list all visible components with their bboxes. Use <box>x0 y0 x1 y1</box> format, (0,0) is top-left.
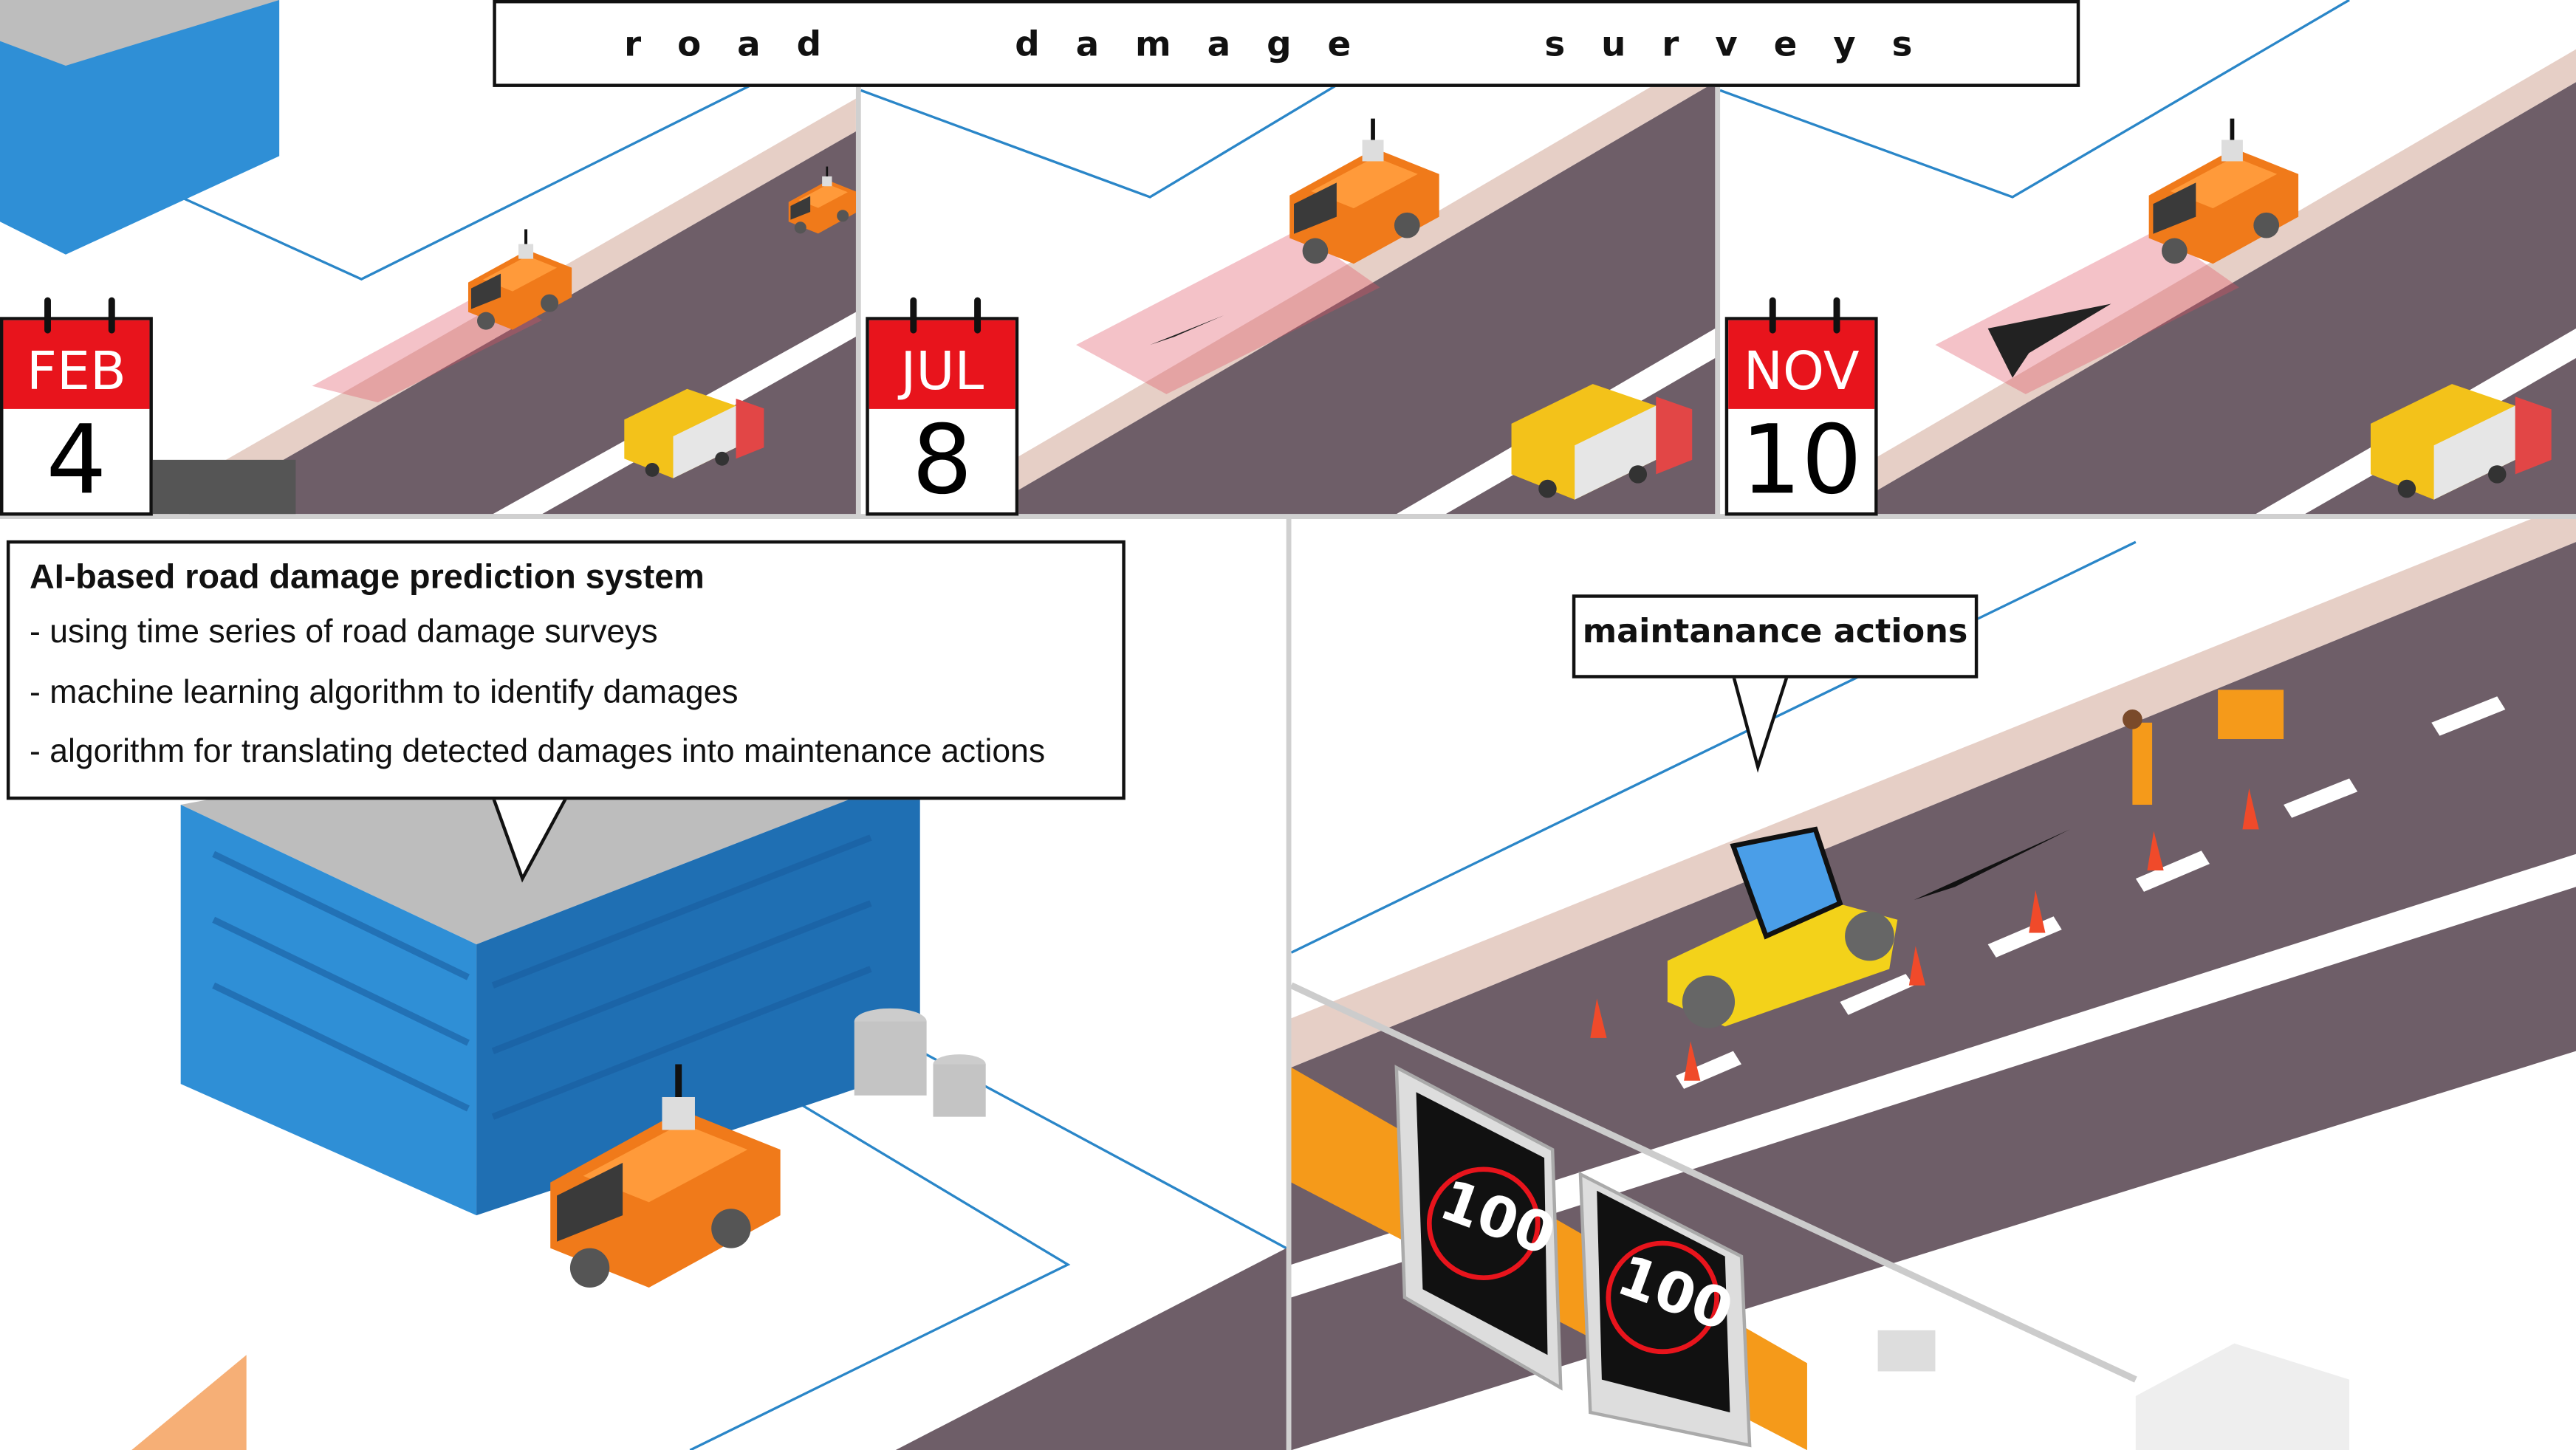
calendar-ring-icon <box>1833 297 1840 334</box>
callout-bullet: - using time series of road damage surve… <box>30 614 658 650</box>
calendar-nov: NOV 10 <box>1724 297 1878 516</box>
maintenance-callout: maintanance actions <box>1572 594 1979 678</box>
calendar-ring-icon <box>974 297 982 334</box>
title-word: damage <box>1015 24 1388 63</box>
callout-bullet: - machine learning algorithm to identify… <box>30 674 739 711</box>
calendar-month: JUL <box>869 320 1015 409</box>
calendar-jul: JUL 8 <box>866 297 1019 516</box>
calendar-day: 8 <box>911 404 973 516</box>
calendar-month: FEB <box>3 320 150 409</box>
ai-system-callout: AI-based road damage prediction system -… <box>6 540 1126 800</box>
title-word: surveys <box>1544 24 1949 63</box>
title-word: road <box>624 24 858 63</box>
calendar-ring-icon <box>1769 297 1776 334</box>
title-banner: road damage surveys <box>493 0 2080 87</box>
callout-bullet: - algorithm for translating detected dam… <box>30 734 1046 771</box>
calendar-ring-icon <box>44 297 51 334</box>
calendar-ring-icon <box>910 297 917 334</box>
calendar-feb: FEB 4 <box>0 297 153 516</box>
callout-heading: AI-based road damage prediction system <box>30 558 705 597</box>
calendar-month: NOV <box>1728 320 1875 409</box>
calendar-day: 4 <box>46 404 107 516</box>
calendar-day: 10 <box>1741 404 1863 516</box>
calendar-ring-icon <box>108 297 115 334</box>
